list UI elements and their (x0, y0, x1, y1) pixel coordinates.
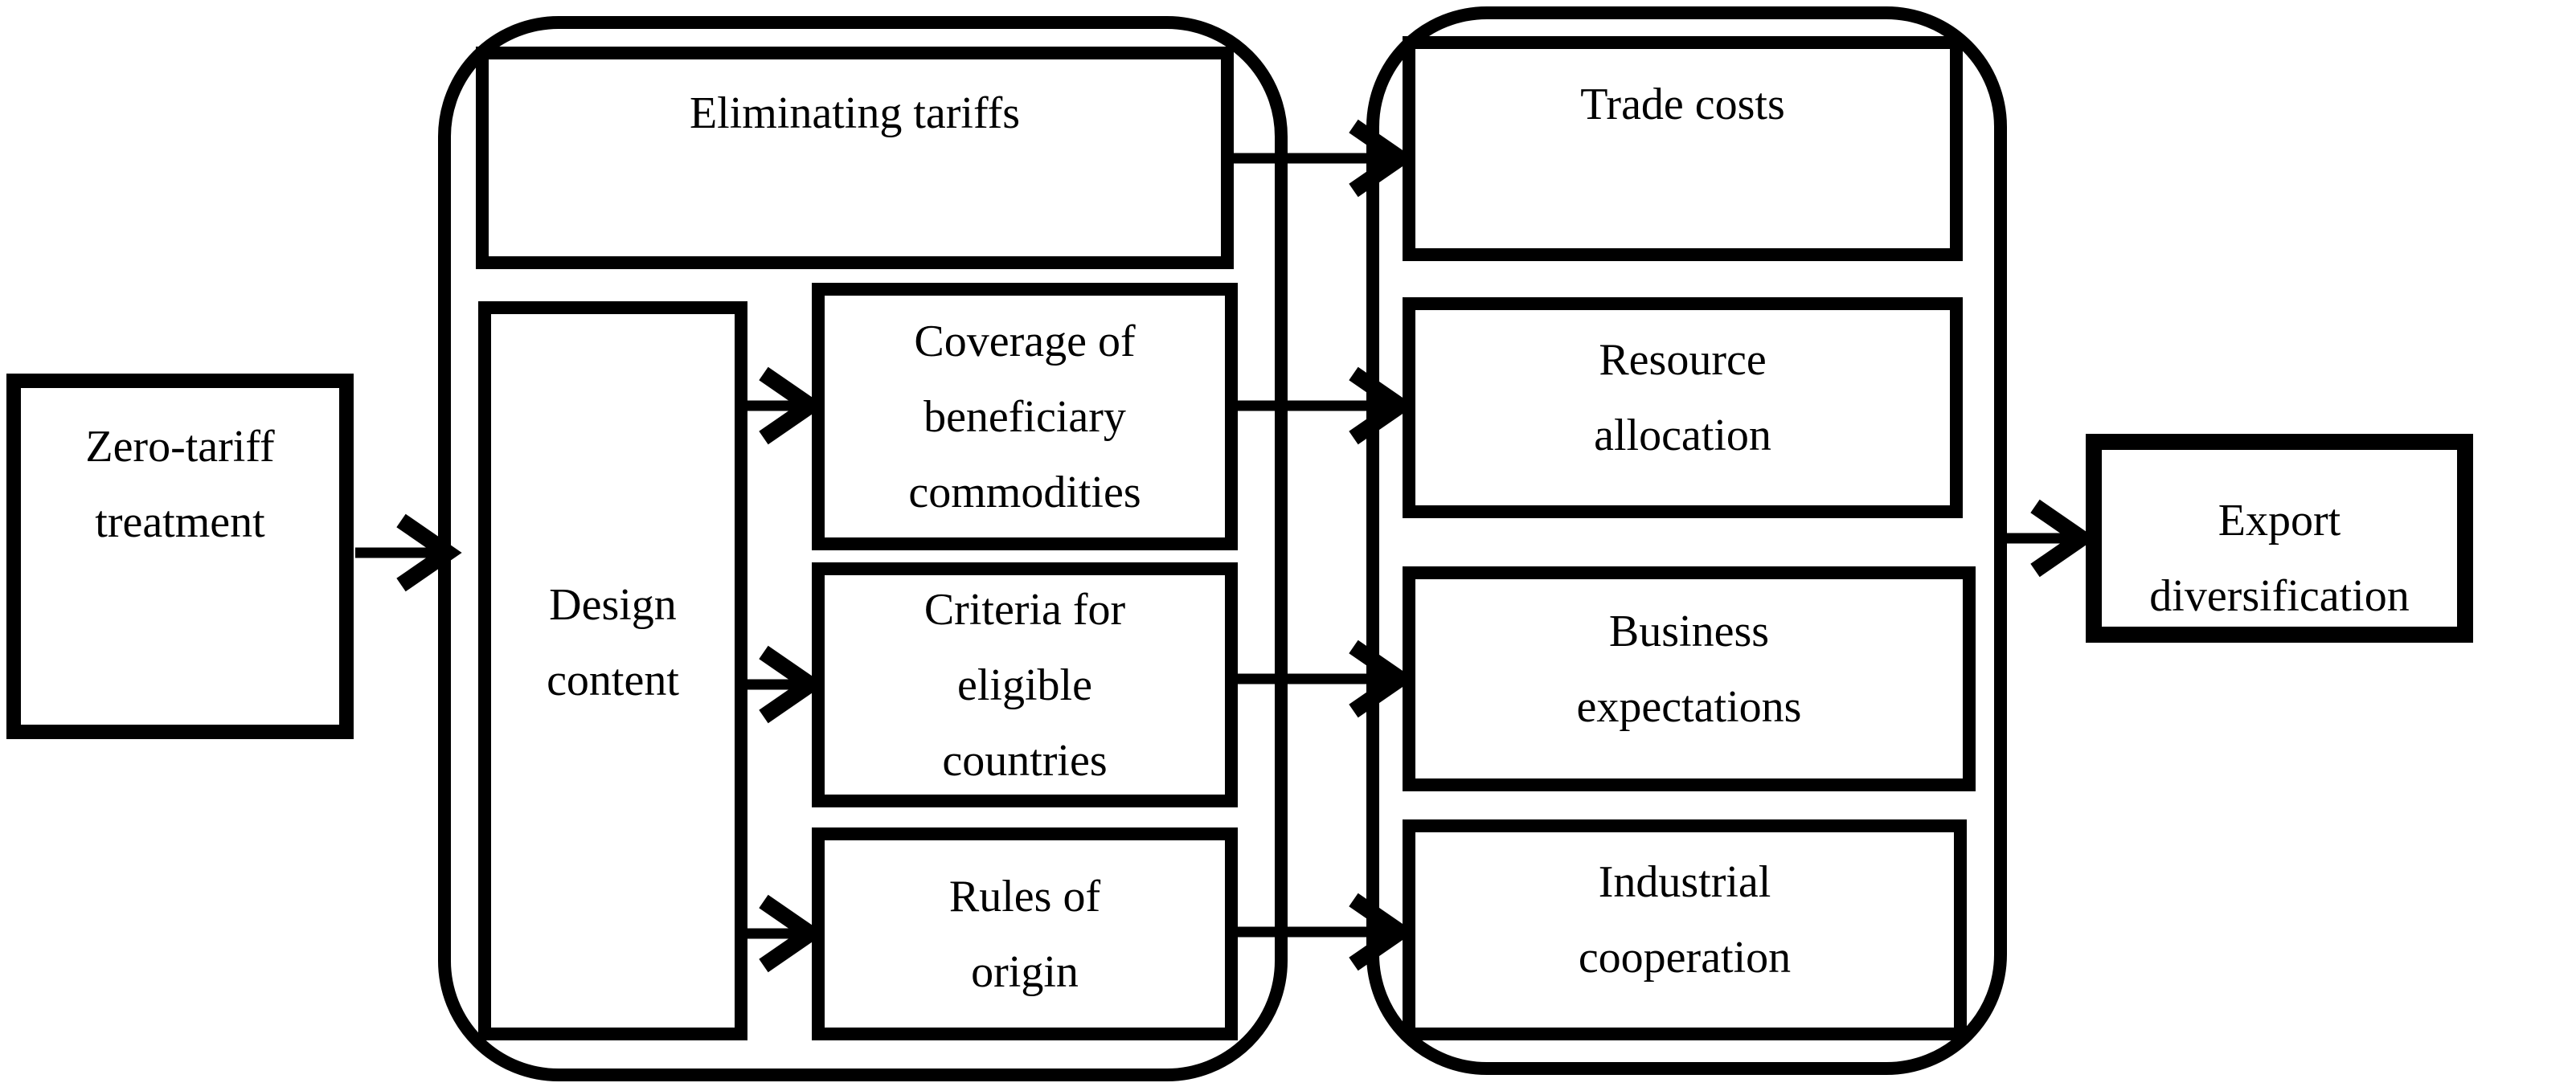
coverage-label: Coverage of beneficiary commodities (908, 316, 1141, 517)
criteria-label: Criteria for eligible countries (924, 584, 1126, 786)
arrow-design-to-criteria (744, 645, 825, 724)
effects-group-outline (1366, 6, 2007, 1075)
node-eliminating-tariffs: Eliminating tariffs (476, 47, 1234, 269)
resource-allocation-label: Resource allocation (1594, 335, 1771, 460)
node-export-diversification: Export diversification (2086, 434, 2473, 643)
node-zero-tariff-treatment: Zero-tariff treatment (6, 374, 354, 739)
zero-tariff-treatment-label: Zero-tariff treatment (85, 422, 275, 547)
node-trade-costs: Trade costs (1403, 36, 1963, 261)
arrow-effects_group-to-export (2005, 499, 2096, 578)
rules-of-origin-label: Rules of origin (948, 871, 1101, 997)
eliminating-tariffs-label: Eliminating tariffs (689, 88, 1021, 138)
arrow-design-to-rules (744, 894, 825, 973)
trade-costs-label: Trade costs (1580, 80, 1785, 129)
arrow-coverage-to-resource (1236, 366, 1415, 445)
arrow-zero_tariff-to-design_group (355, 513, 462, 592)
export-diversification-label: Export diversification (2149, 496, 2410, 621)
arrow-criteria-to-business (1236, 639, 1415, 718)
business-expectations-label: Business expectations (1576, 606, 1802, 732)
industrial-cooperation-label: Industrial cooperation (1578, 857, 1792, 983)
design-content-label: Design content (547, 580, 679, 705)
arrow-design-to-coverage (744, 366, 825, 445)
arrow-eliminating-to-trade (1231, 119, 1415, 198)
design-group-outline (438, 16, 1288, 1081)
node-coverage-of-beneficiary-commodities: Coverage of beneficiary commodities (812, 283, 1238, 550)
node-business-expectations: Business expectations (1403, 566, 1976, 791)
node-rules-of-origin: Rules of origin (812, 827, 1238, 1040)
node-resource-allocation: Resource allocation (1403, 297, 1963, 518)
node-design-content: Design content (478, 301, 747, 1040)
arrow-rules-to-industrial (1236, 893, 1415, 971)
